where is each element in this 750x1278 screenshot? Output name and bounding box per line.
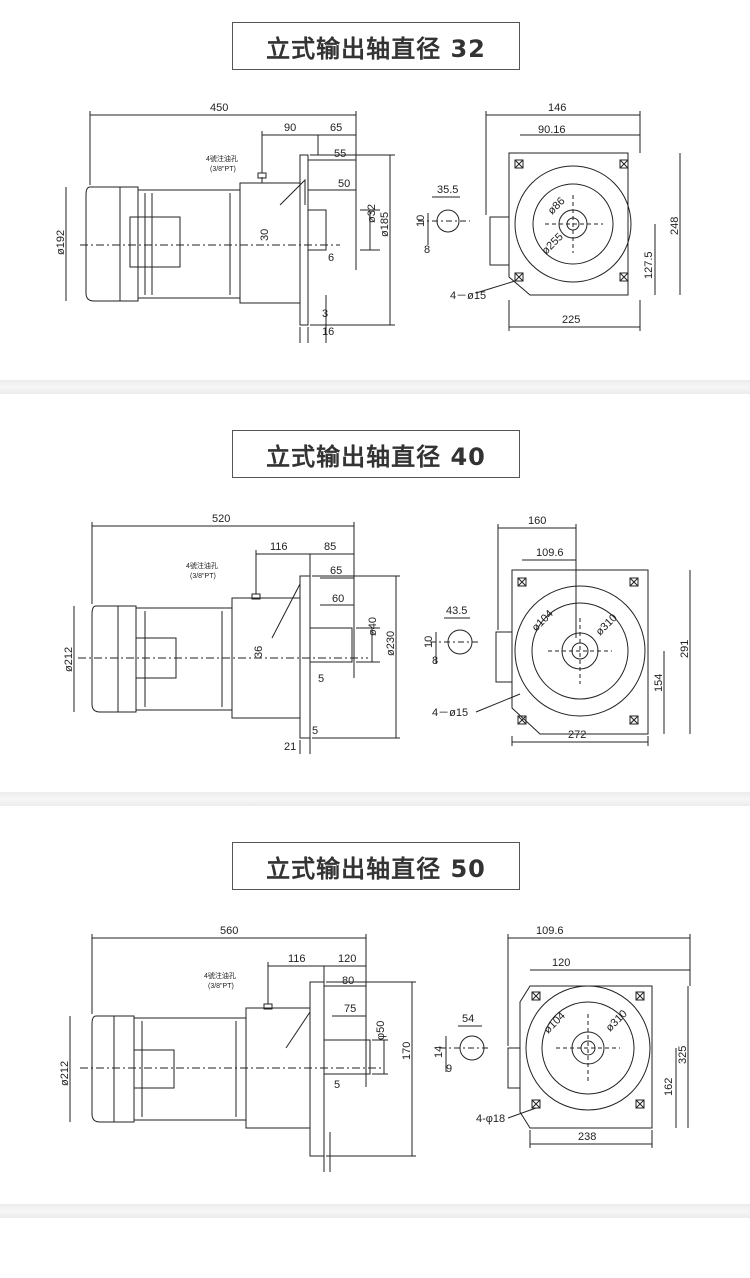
section-title: 立式输出轴直径 50 bbox=[232, 842, 520, 890]
dim-overall: 520 bbox=[212, 513, 230, 525]
shaft-key-height: 8 bbox=[424, 244, 430, 256]
drawing-section-3: 560 116 120 80 75 φ50 170 ø212 5 54 14 9… bbox=[59, 925, 691, 1172]
front-width: 225 bbox=[562, 314, 580, 326]
front-half-height: 127.5 bbox=[643, 251, 655, 279]
front-holes: 4-φ18 bbox=[476, 1113, 505, 1125]
oil-plug-note: 4號注油孔 bbox=[204, 971, 236, 980]
dim-body-dia: ø192 bbox=[55, 230, 67, 255]
dim-flange-dia: 170 bbox=[401, 1042, 413, 1060]
shaft-length: 43.5 bbox=[446, 605, 467, 617]
front-width-2: 109.6 bbox=[536, 547, 564, 559]
dim-1: 90 bbox=[284, 122, 296, 134]
front-pcd-small: ø104 bbox=[542, 1010, 568, 1036]
dim-2: 65 bbox=[330, 122, 342, 134]
dim-shaft-dia: φ50 bbox=[375, 1021, 387, 1040]
dim-overall: 450 bbox=[210, 102, 228, 114]
front-pcd-large: ø310 bbox=[604, 1008, 630, 1034]
shaft-length: 35.5 bbox=[437, 184, 458, 196]
dim-key: 5 bbox=[318, 673, 324, 685]
dim-shaft-dia: ø40 bbox=[367, 617, 379, 636]
section-3: 立式输出轴直径 50 bbox=[0, 806, 750, 1204]
oil-plug-note: 4號注油孔 bbox=[186, 561, 218, 570]
dim-thickness-2: 16 bbox=[322, 326, 334, 338]
dim-thickness-2: 21 bbox=[284, 741, 296, 753]
dim-shaft-dia: ø32 bbox=[366, 204, 378, 223]
dim-4: 50 bbox=[338, 178, 350, 190]
dim-1: 116 bbox=[270, 541, 288, 553]
shaft-key-height: 8 bbox=[432, 655, 438, 667]
dim-center-height: 30 bbox=[259, 229, 271, 241]
drawing-section-1: 450 90 65 55 50 ø32 ø185 ø192 30 6 3 16 … bbox=[55, 102, 681, 343]
dim-overall: 560 bbox=[220, 925, 238, 937]
dim-2: 120 bbox=[338, 953, 356, 965]
front-height: 291 bbox=[679, 640, 691, 658]
front-height: 325 bbox=[677, 1046, 689, 1064]
front-width-top: 109.6 bbox=[536, 925, 564, 937]
shaft-key-width: 14 bbox=[433, 1046, 445, 1058]
section-divider bbox=[0, 792, 750, 806]
dim-body-dia: ø212 bbox=[63, 647, 75, 672]
dim-body-dia: ø212 bbox=[59, 1061, 71, 1086]
front-width-2: 90.16 bbox=[538, 124, 566, 136]
dim-4: 75 bbox=[344, 1003, 356, 1015]
front-width-top: 146 bbox=[548, 102, 566, 114]
front-width: 238 bbox=[578, 1131, 596, 1143]
shaft-key-width: 10 bbox=[423, 636, 435, 648]
section-divider bbox=[0, 1204, 750, 1218]
section-title: 立式输出轴直径 40 bbox=[232, 430, 520, 478]
dim-4: 60 bbox=[332, 593, 344, 605]
front-pcd-large: ø310 bbox=[594, 612, 620, 638]
front-pcd-large: ø255 bbox=[540, 231, 566, 257]
dim-thickness-1: 5 bbox=[312, 725, 318, 737]
front-half-height: 154 bbox=[653, 674, 665, 692]
dim-thickness-1: 3 bbox=[322, 308, 328, 320]
dim-3: 65 bbox=[330, 565, 342, 577]
oil-plug-spec: (3/8"PT) bbox=[210, 166, 236, 173]
dim-3: 55 bbox=[334, 148, 346, 160]
footer-space bbox=[0, 1218, 750, 1278]
shaft-length: 54 bbox=[462, 1013, 474, 1025]
front-width: 272 bbox=[568, 729, 586, 741]
dim-center-height: 36 bbox=[253, 646, 265, 658]
oil-plug-spec: (3/8"PT) bbox=[190, 573, 216, 580]
front-holes: 4－ø15 bbox=[450, 290, 486, 302]
section-title: 立式输出轴直径 32 bbox=[232, 22, 520, 70]
shaft-key-width: 10 bbox=[415, 215, 427, 227]
dim-2: 85 bbox=[324, 541, 336, 553]
front-half-height: 162 bbox=[663, 1078, 675, 1096]
front-width-2: 120 bbox=[552, 957, 570, 969]
oil-plug-note: 4號注油孔 bbox=[206, 154, 238, 163]
dim-1: 116 bbox=[288, 953, 306, 965]
dim-key: 5 bbox=[334, 1079, 340, 1091]
dim-flange-dia: ø230 bbox=[385, 631, 397, 656]
dim-flange-dia: ø185 bbox=[379, 212, 391, 237]
dim-3: 80 bbox=[342, 975, 354, 987]
front-holes: 4－ø15 bbox=[432, 707, 468, 719]
front-pcd-small: ø86 bbox=[546, 195, 568, 217]
section-2: 立式输出轴直径 40 bbox=[0, 394, 750, 792]
shaft-key-height: 9 bbox=[446, 1063, 452, 1075]
front-height: 248 bbox=[669, 217, 681, 235]
section-divider bbox=[0, 380, 750, 394]
drawing-section-2: 520 116 85 65 60 ø40 ø230 ø212 36 5 5 21… bbox=[63, 513, 691, 754]
oil-plug-spec: (3/8"PT) bbox=[208, 983, 234, 990]
front-width-top: 160 bbox=[528, 515, 546, 527]
dim-key: 6 bbox=[328, 252, 334, 264]
section-1: 立式输出轴直径 32 bbox=[0, 0, 750, 380]
